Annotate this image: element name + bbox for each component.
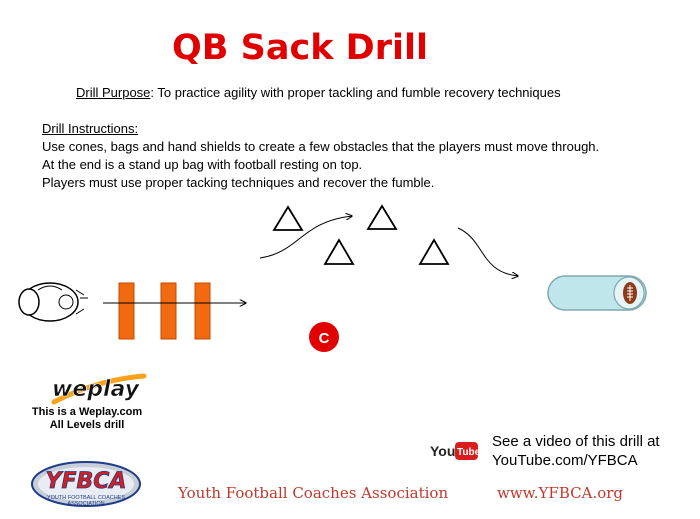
coach-label: C — [319, 330, 330, 347]
instruction-line: Players must use proper tacking techniqu… — [42, 175, 435, 190]
bag-icon — [118, 282, 135, 340]
video-line: See a video of this drill at — [492, 433, 660, 450]
drill-purpose-text: : To practice agility with proper tackli… — [150, 85, 561, 100]
video-link-text[interactable]: See a video of this drill at YouTube.com… — [492, 432, 660, 470]
drill-instructions-heading: Drill Instructions: — [42, 121, 139, 136]
cone-icon — [323, 238, 355, 265]
instruction-line: Use cones, bags and hand shields to crea… — [42, 139, 600, 154]
yfbca-logo: YFBCA YOUTH FOOTBALL COACHES ASSOCIATION — [31, 461, 141, 507]
drill-purpose: Drill Purpose: To practice agility with … — [76, 85, 561, 100]
drill-purpose-label: Drill Purpose — [76, 85, 151, 100]
page-title: QB Sack Drill — [172, 28, 428, 68]
run-path-arrow — [457, 227, 518, 276]
svg-text:YOUTH FOOTBALL COACHES: YOUTH FOOTBALL COACHES — [47, 495, 125, 501]
svg-text:YFBCA: YFBCA — [46, 469, 127, 494]
svg-text:Tube: Tube — [457, 447, 478, 458]
video-url[interactable]: YouTube.com/YFBCA — [492, 452, 638, 469]
cone-icon — [272, 205, 304, 231]
svg-text:ASSOCIATION: ASSOCIATION — [67, 501, 104, 507]
footer-website-link[interactable]: www.YFBCA.org — [497, 484, 623, 502]
bag-icon — [194, 282, 211, 340]
weplay-caption-line: This is a Weplay.com — [31, 406, 143, 418]
run-path-arrow — [259, 216, 352, 259]
bag-icon — [160, 282, 177, 340]
coach-marker: C — [309, 322, 339, 352]
weplay-caption: This is a Weplay.com All Levels drill — [22, 406, 152, 432]
player-icon — [18, 282, 88, 322]
youtube-icon: You Tube — [430, 442, 478, 460]
instruction-line: At the end is a stand up bag with footba… — [42, 157, 363, 172]
weplay-caption-line: All Levels drill — [49, 419, 125, 431]
drill-instructions: Drill Instructions: Use cones, bags and … — [42, 120, 599, 192]
cone-icon — [366, 204, 398, 230]
weplay-logo-text: weplay — [52, 377, 141, 402]
football-icon — [623, 282, 637, 304]
cone-icon — [418, 238, 450, 265]
footer-organization-name: Youth Football Coaches Association — [178, 484, 449, 502]
weplay-logo: weplay — [51, 373, 147, 405]
svg-text:You: You — [430, 443, 455, 459]
